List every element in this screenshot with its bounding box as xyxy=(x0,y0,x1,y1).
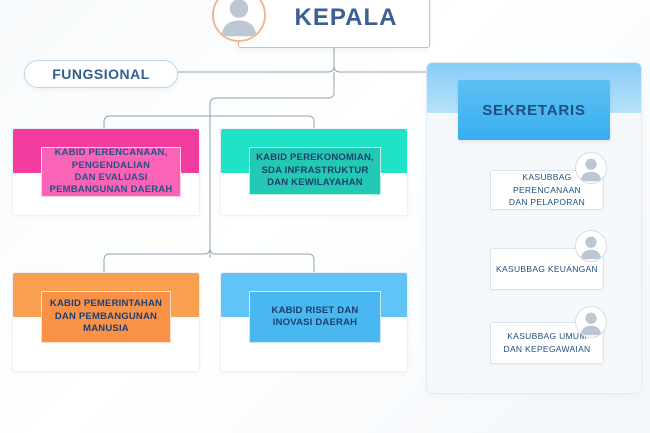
kasubbag-keuangan-box[interactable]: KASUBBAG KEUANGAN xyxy=(490,248,604,290)
kepala-title: KEPALA xyxy=(294,4,398,31)
kabid-label-line: KABID RISET DAN xyxy=(271,304,359,316)
kabid-label-line: MANUSIA xyxy=(83,323,129,335)
kabid-label-line: PENGENDALIAN xyxy=(71,159,151,171)
kabid-label-line: DAN EVALUASI xyxy=(74,172,148,183)
kasubbag-label-line: DAN KEPEGAWAIAN xyxy=(503,344,591,354)
kabid-label-line: DAN PEMBANGUNAN xyxy=(54,310,158,322)
kasubbag-perencanaan-person-avatar-icon xyxy=(575,152,607,184)
kasubbag-label-line: KASUBBAG UMUM xyxy=(507,331,587,342)
kasubbag-label-line: DAN PELAPORAN xyxy=(508,197,586,208)
sekretaris-box[interactable]: SEKRETARIS xyxy=(458,80,610,140)
kasubbag-umum-person-avatar-icon xyxy=(575,306,607,338)
kepala-person-avatar-icon xyxy=(212,0,266,42)
kabid-label-line: PEMBANGUNAN DAERAH xyxy=(49,184,173,196)
kabid-label-line: INOVASI DAERAH xyxy=(272,317,358,328)
kasubbag-label-line: KASUBBAG KEUANGAN xyxy=(496,263,598,274)
kasubbag-keuangan-person-avatar-icon xyxy=(575,230,607,262)
kabid-label-line: SDA INFRASTRUKTUR xyxy=(261,164,369,176)
kabid-label-line: KABID PERENCANAAN, xyxy=(54,147,168,159)
kabid-label-line: KABID PEREKONOMIAN, xyxy=(256,152,374,164)
kasubbag-label-line: KASUBBAG PERENCANAAN xyxy=(512,171,581,195)
kepala-box[interactable]: KEPALA xyxy=(238,0,430,48)
fungsional-pill[interactable]: FUNGSIONAL xyxy=(24,60,178,88)
kabid-label-line: DAN KEWILAYAHAN xyxy=(267,177,363,189)
kabid-label-line: KABID PEMERINTAHAN xyxy=(49,298,163,310)
